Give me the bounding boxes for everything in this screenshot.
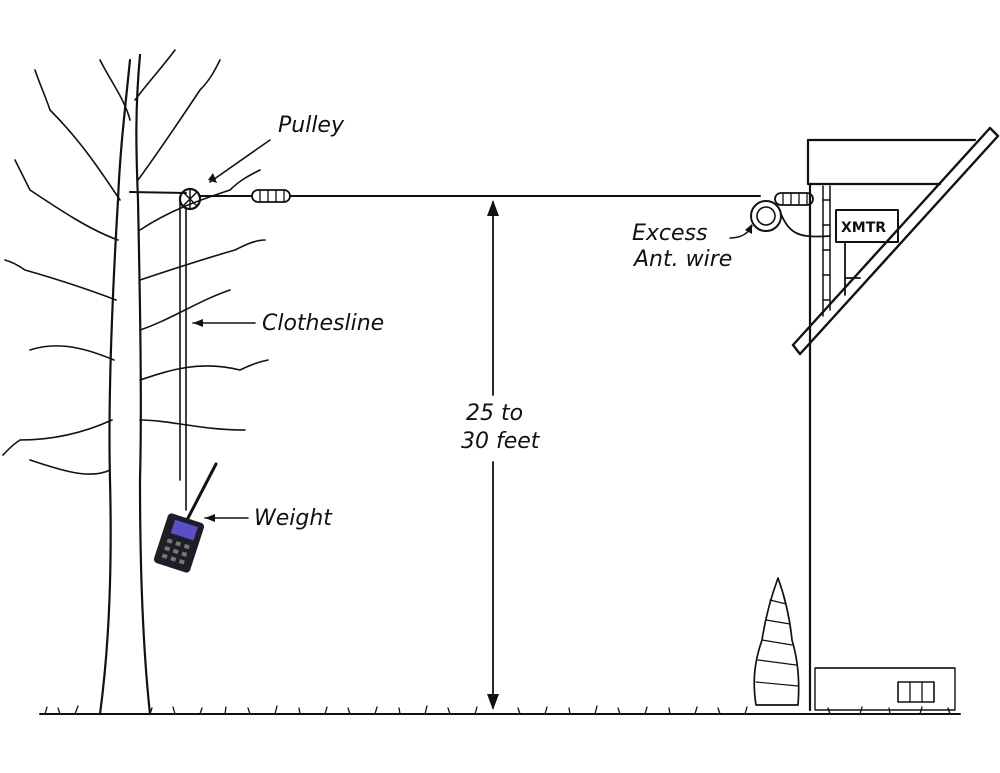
weight-label: Weight <box>254 506 333 531</box>
pulley-icon <box>178 187 202 211</box>
excess-wire-label-line1: Excess <box>632 221 707 246</box>
pulley-label: Pulley <box>278 113 345 138</box>
antenna-wire <box>129 191 761 197</box>
right-insulator-icon <box>774 192 814 206</box>
label-arrows <box>192 139 753 522</box>
shrub-icon <box>753 577 800 706</box>
house-icon <box>791 126 1000 712</box>
handheld-radio-icon <box>153 462 218 573</box>
height-label-line1: 25 to <box>466 401 523 426</box>
height-dimension-arrow <box>487 200 499 710</box>
xmtr-label: XMTR <box>841 220 886 236</box>
wire-coil-icon <box>750 200 831 238</box>
tree-icon <box>2 49 269 716</box>
height-label-line2: 30 feet <box>461 429 541 454</box>
clothesline-label: Clothesline <box>262 311 384 336</box>
clothesline <box>179 200 187 511</box>
excess-wire-label-line2: Ant. wire <box>632 247 732 272</box>
left-insulator-icon <box>251 189 291 203</box>
